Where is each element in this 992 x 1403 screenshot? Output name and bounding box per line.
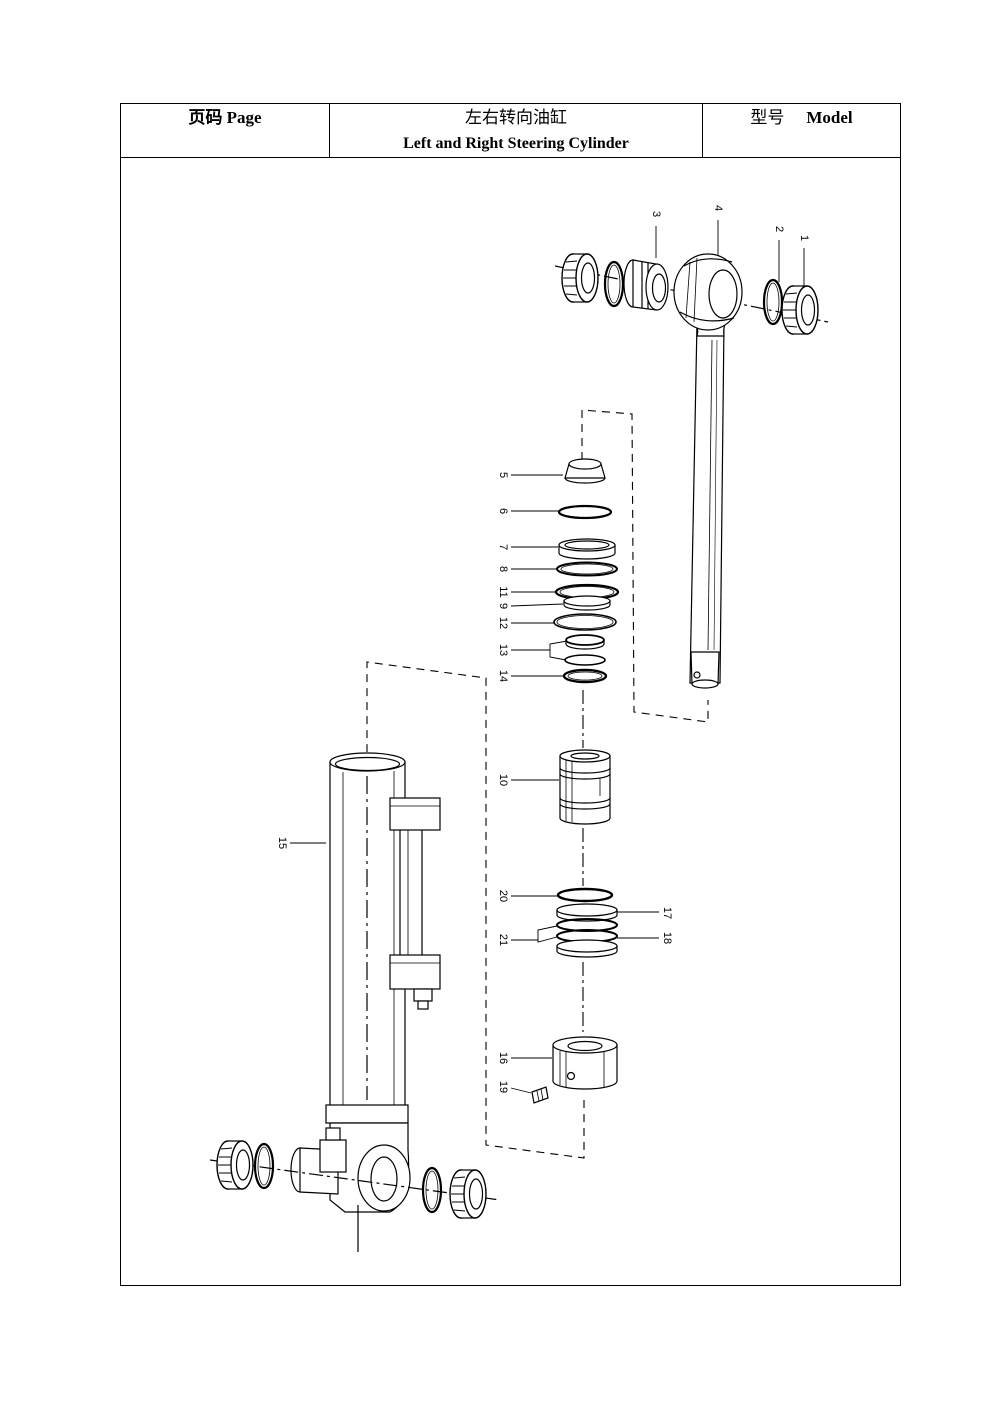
page-label: 页码 Page xyxy=(188,108,262,127)
model-label-chinese: 型号 xyxy=(750,108,785,127)
page-cell: 页码 Page xyxy=(121,104,330,157)
header-row: 页码 Page 左右转向油缸 Left and Right Steering C… xyxy=(121,104,900,158)
catalog-page-frame: 页码 Page 左右转向油缸 Left and Right Steering C… xyxy=(120,103,901,1286)
title-chinese: 左右转向油缸 xyxy=(465,108,567,127)
title-cell: 左右转向油缸 Left and Right Steering Cylinder xyxy=(330,104,703,157)
title-english: Left and Right Steering Cylinder xyxy=(403,135,629,152)
model-label-english: Model xyxy=(806,108,853,127)
model-cell: 型号 Model xyxy=(703,104,900,157)
